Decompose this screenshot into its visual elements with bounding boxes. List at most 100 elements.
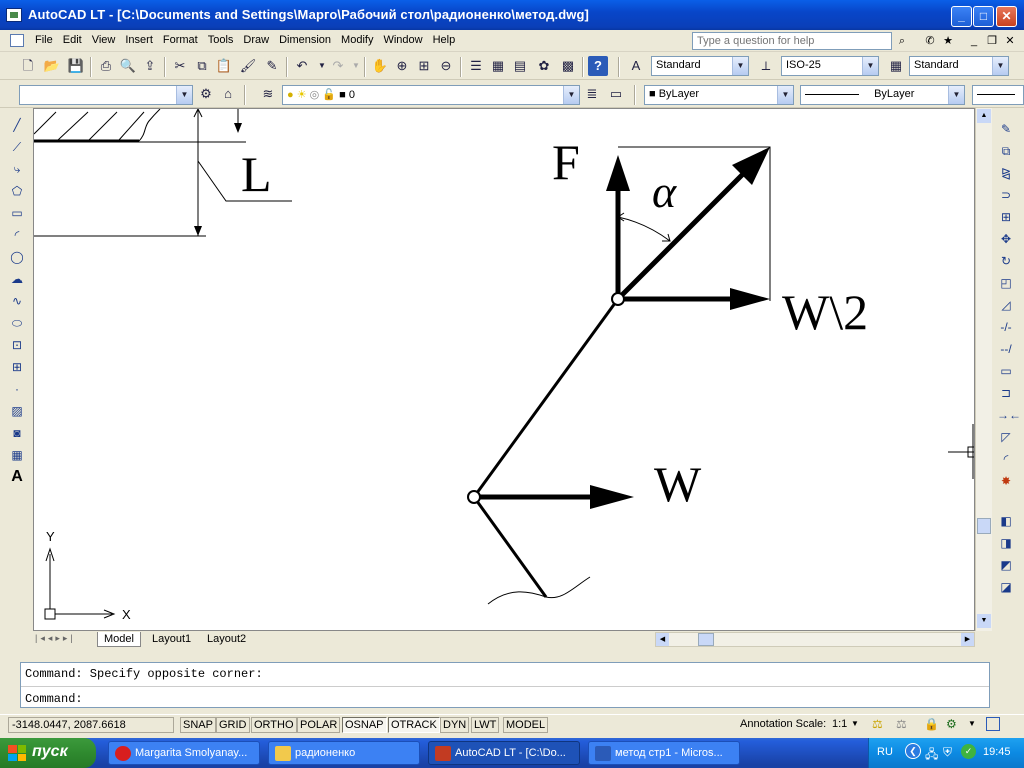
layer-previous-state-icon[interactable]: ▭ xyxy=(609,86,623,101)
mirror-icon[interactable]: ⧎ xyxy=(1000,166,1012,180)
minimize-button[interactable]: _ xyxy=(951,6,972,27)
array-icon[interactable]: ⊞ xyxy=(1000,210,1012,224)
menu-format[interactable]: Format xyxy=(162,34,198,46)
save-icon[interactable]: 💾 xyxy=(67,58,85,73)
ortho-toggle[interactable]: ORTHO xyxy=(251,717,297,733)
annotation-scale-value[interactable]: 1:1 xyxy=(832,718,848,730)
doc-restore-button[interactable]: ❐ xyxy=(987,35,997,47)
command-prompt[interactable]: Command: xyxy=(25,692,83,706)
zoom-realtime-icon[interactable]: ⊕ xyxy=(396,58,408,73)
maximize-button[interactable]: □ xyxy=(973,6,994,27)
paste-icon[interactable]: 📋 xyxy=(215,58,233,73)
text-style-icon[interactable]: A xyxy=(631,58,641,73)
insert-block-icon[interactable]: ⊡ xyxy=(11,338,23,352)
table-style-icon[interactable]: ▦ xyxy=(889,58,903,73)
communication-center-icon[interactable]: ✆ xyxy=(925,35,935,47)
copy-icon[interactable]: ⧉ xyxy=(197,58,207,73)
polyline-icon[interactable]: ⤷ xyxy=(13,162,21,176)
new-file-icon[interactable]: 🗋 xyxy=(22,58,34,73)
copy-object-icon[interactable]: ⧉ xyxy=(1001,144,1011,158)
task-opera[interactable]: Margarita Smolyanay... xyxy=(108,741,260,765)
erase-icon[interactable]: ✎ xyxy=(1000,122,1012,136)
polygon-icon[interactable]: ⬠ xyxy=(11,184,23,198)
spline-icon[interactable]: ∿ xyxy=(11,294,23,308)
chevron-down-icon[interactable]: ▼ xyxy=(732,57,748,75)
bring-above-icon[interactable]: ◩ xyxy=(1000,558,1012,572)
point-icon[interactable]: · xyxy=(15,382,19,396)
lwt-toggle[interactable]: LWT xyxy=(471,717,500,733)
start-button[interactable]: пуск xyxy=(0,738,96,768)
undo-dropdown-icon[interactable]: ▼ xyxy=(318,61,326,70)
revision-cloud-icon[interactable]: ☁ xyxy=(11,272,23,286)
coordinate-readout[interactable]: -3148.0447, 2087.6618 xyxy=(8,717,174,733)
offset-icon[interactable]: ⊃ xyxy=(1000,188,1012,202)
layer-dropdown[interactable]: ● ☀ ◎ 🔓 ■ 0 ▼ xyxy=(282,85,580,105)
dyn-toggle[interactable]: DYN xyxy=(440,717,470,733)
region-icon[interactable]: ◙ xyxy=(13,426,21,440)
clean-screen-icon[interactable] xyxy=(986,717,1000,731)
polar-toggle[interactable]: POLAR xyxy=(297,717,341,733)
rotate-icon[interactable]: ↻ xyxy=(1000,254,1012,268)
move-icon[interactable]: ✥ xyxy=(1000,232,1012,246)
scale-icon[interactable]: ◰ xyxy=(1000,276,1012,290)
publish-icon[interactable]: ⇪ xyxy=(144,58,156,73)
layer-previous-icon[interactable]: ⌂ xyxy=(224,86,232,101)
otrack-toggle[interactable]: OTRACK xyxy=(388,717,440,733)
task-autocad[interactable]: AutoCAD LT - [C:\Do... xyxy=(428,741,580,765)
status-tray-settings-icon[interactable]: ⚙ xyxy=(946,717,957,731)
task-folder[interactable]: радионенко xyxy=(268,741,420,765)
vertical-scrollbar[interactable]: ▲ ▼ xyxy=(975,108,992,631)
layer-properties-icon[interactable]: ≋ xyxy=(262,86,274,101)
favorites-star-icon[interactable]: ★ xyxy=(943,35,953,47)
line-icon[interactable]: ╱ xyxy=(13,118,21,132)
scroll-right-icon[interactable]: ▶ xyxy=(961,633,974,646)
chevron-down-icon[interactable]: ▼ xyxy=(948,86,964,104)
hatch-icon[interactable]: ▨ xyxy=(11,404,23,418)
menu-tools[interactable]: Tools xyxy=(207,34,234,46)
tab-navigation-icons[interactable]: |◂◂▸▸| xyxy=(35,633,76,643)
horizontal-scrollbar[interactable]: ◀ ▶ xyxy=(655,632,975,647)
text-style-dropdown[interactable]: Standard ▼ xyxy=(651,56,749,76)
dimension-style-icon[interactable]: ⟂ xyxy=(761,58,771,73)
doc-minimize-button[interactable]: _ xyxy=(970,35,978,47)
multiline-text-icon[interactable]: A xyxy=(11,468,23,485)
scroll-down-icon[interactable]: ▼ xyxy=(977,614,991,628)
chevron-down-icon[interactable]: ▼ xyxy=(851,719,859,728)
chevron-down-icon[interactable]: ▼ xyxy=(176,86,192,104)
rectangle-icon[interactable]: ▭ xyxy=(11,206,23,220)
zoom-window-icon[interactable]: ⊞ xyxy=(418,58,430,73)
toolbar-lock-icon[interactable]: 🔒 xyxy=(924,717,939,731)
annotation-visibility-icon[interactable]: ⚖ xyxy=(872,717,883,731)
open-file-icon[interactable]: 📂 xyxy=(43,58,61,73)
menu-window[interactable]: Window xyxy=(383,34,423,46)
antivirus-check-icon[interactable]: ✓ xyxy=(961,744,976,759)
plot-icon[interactable]: ⎙ xyxy=(100,58,112,73)
chevron-down-icon[interactable]: ▼ xyxy=(862,57,878,75)
scroll-left-icon[interactable]: ◀ xyxy=(656,633,669,646)
zoom-previous-icon[interactable]: ⊖ xyxy=(440,58,452,73)
layer-state-dropdown[interactable]: ▼ xyxy=(19,85,193,105)
fillet-icon[interactable]: ◜ xyxy=(1003,452,1009,466)
doc-close-button[interactable]: ✕ xyxy=(1005,35,1015,47)
chamfer-icon[interactable]: ◸ xyxy=(1001,430,1011,444)
pan-realtime-icon[interactable]: ✋ xyxy=(371,58,389,73)
linetype-dropdown[interactable]: ByLayer ▼ xyxy=(800,85,965,105)
extend-icon[interactable]: --/ xyxy=(1000,342,1012,356)
osnap-toggle[interactable]: OSNAP xyxy=(342,717,387,733)
send-to-back-icon[interactable]: ◨ xyxy=(1000,536,1012,550)
menu-insert[interactable]: Insert xyxy=(125,34,153,46)
chevron-down-icon[interactable]: ▼ xyxy=(777,86,793,104)
markup-set-icon[interactable]: ✿ xyxy=(538,58,550,73)
language-indicator[interactable]: RU xyxy=(877,746,893,758)
undo-icon[interactable]: ↶ xyxy=(296,58,308,73)
chevron-down-icon[interactable]: ▼ xyxy=(992,57,1008,75)
security-shield-icon[interactable]: ⛨ xyxy=(943,745,953,759)
properties-icon[interactable]: ☰ xyxy=(470,58,482,73)
stretch-icon[interactable]: ◿ xyxy=(1001,298,1011,312)
table-icon[interactable]: ▦ xyxy=(11,448,23,462)
snap-toggle[interactable]: SNAP xyxy=(180,717,216,733)
auto-scale-icon[interactable]: ⚖ xyxy=(896,717,907,731)
tab-layout2[interactable]: Layout2 xyxy=(207,633,247,645)
menu-view[interactable]: View xyxy=(91,34,116,46)
menu-modify[interactable]: Modify xyxy=(341,34,374,46)
